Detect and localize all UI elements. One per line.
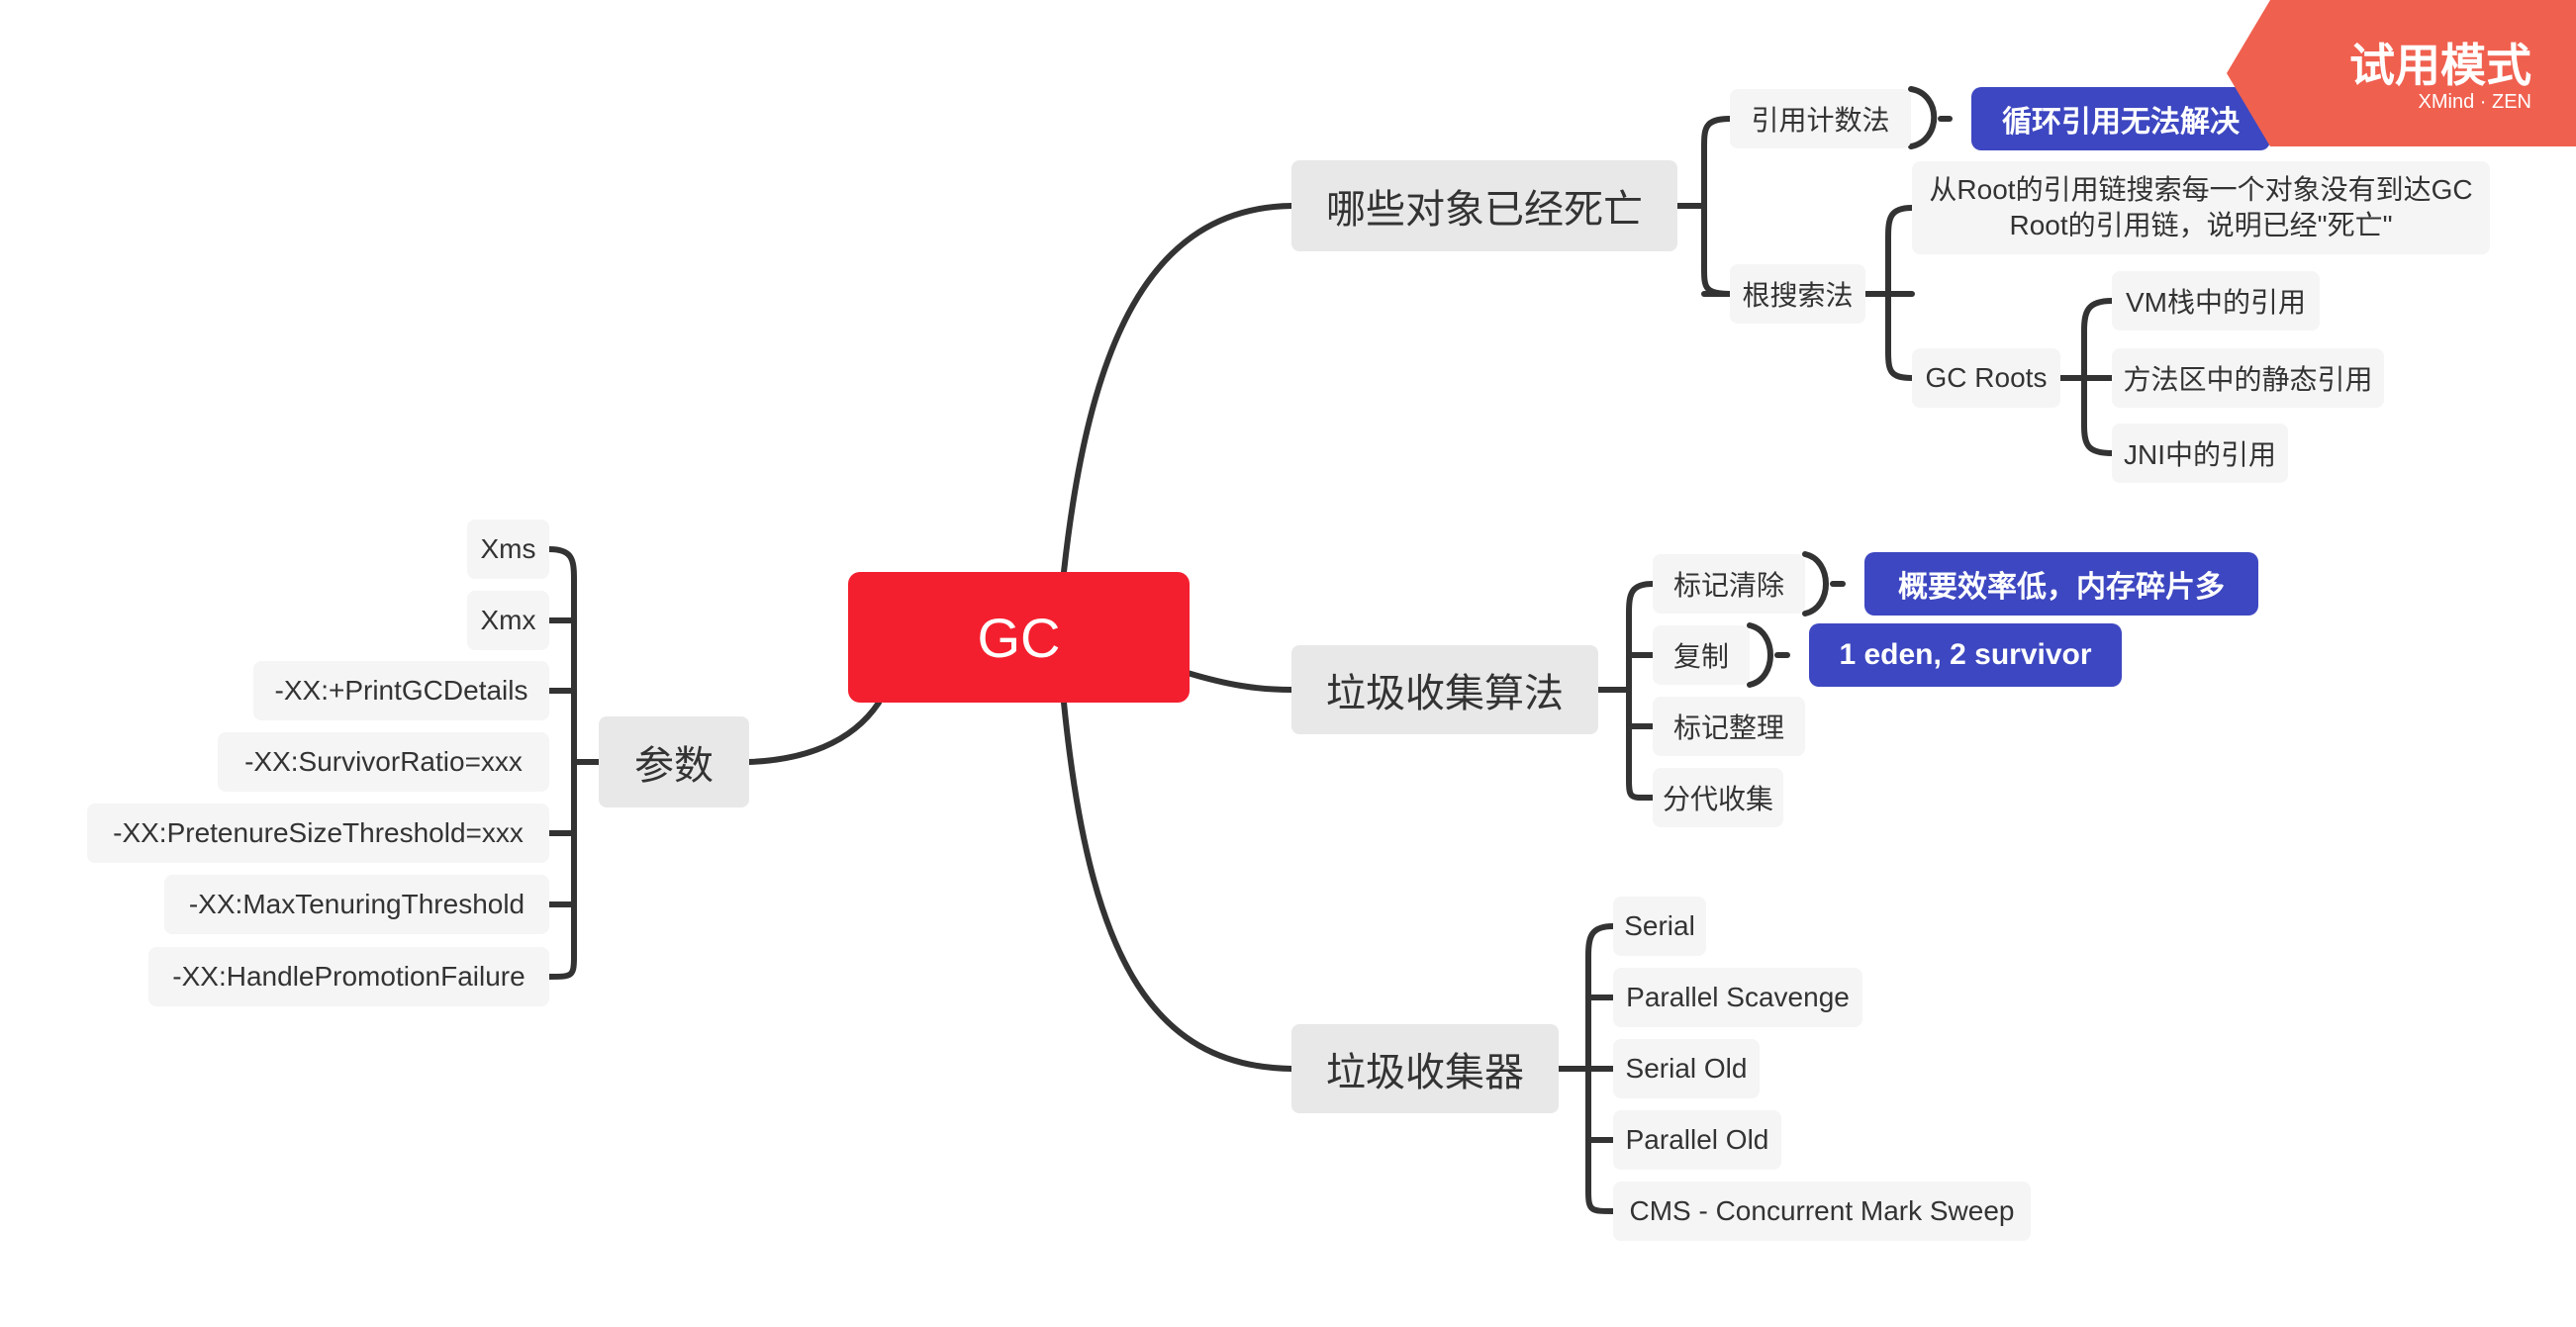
- note-circular-reference[interactable]: 循环引用无法解决: [1971, 87, 2270, 150]
- collector-parallel-old[interactable]: Parallel Old: [1613, 1110, 1781, 1170]
- param-xmx[interactable]: Xmx: [467, 591, 549, 650]
- param-survivor-ratio[interactable]: -XX:SurvivorRatio=xxx: [218, 732, 549, 792]
- param-print-gc-details[interactable]: -XX:+PrintGCDetails: [253, 661, 549, 720]
- gc-root-jni[interactable]: JNI中的引用: [2112, 424, 2288, 483]
- collector-cms[interactable]: CMS - Concurrent Mark Sweep: [1613, 1182, 2031, 1241]
- topic-params[interactable]: 参数: [599, 716, 749, 807]
- param-max-tenuring-threshold[interactable]: -XX:MaxTenuringThreshold: [164, 875, 549, 934]
- central-topic-gc[interactable]: GC: [848, 572, 1190, 703]
- algorithm-generational[interactable]: 分代收集: [1653, 768, 1783, 827]
- algorithm-mark-compact[interactable]: 标记整理: [1653, 697, 1805, 756]
- note-copy[interactable]: 1 eden, 2 survivor: [1809, 623, 2122, 687]
- root-search-description[interactable]: 从Root的引用链搜索每一个对象没有到达GC Root的引用链，说明已经"死亡": [1912, 161, 2490, 254]
- topic-gc-algorithms[interactable]: 垃圾收集算法: [1291, 645, 1598, 734]
- topic-gc-collectors[interactable]: 垃圾收集器: [1291, 1024, 1559, 1113]
- gc-root-method-area-static[interactable]: 方法区中的静态引用: [2112, 348, 2384, 408]
- collector-serial[interactable]: Serial: [1613, 897, 1706, 956]
- param-xms[interactable]: Xms: [467, 520, 549, 579]
- subtopic-root-search[interactable]: 根搜索法: [1730, 264, 1865, 324]
- badge-title: 试用模式: [2349, 40, 2531, 91]
- algorithm-mark-sweep[interactable]: 标记清除: [1653, 554, 1805, 614]
- collector-serial-old[interactable]: Serial Old: [1613, 1039, 1760, 1098]
- algorithm-copy[interactable]: 复制: [1653, 625, 1750, 685]
- subtopic-gc-roots[interactable]: GC Roots: [1912, 348, 2060, 408]
- topic-dead-objects[interactable]: 哪些对象已经死亡: [1291, 160, 1677, 251]
- badge-subtitle: XMind · ZEN: [2418, 91, 2531, 113]
- param-pretenure-size-threshold[interactable]: -XX:PretenureSizeThreshold=xxx: [87, 804, 549, 863]
- gc-root-vm-stack[interactable]: VM栈中的引用: [2112, 271, 2320, 331]
- trial-mode-badge: 试用模式 XMind · ZEN: [2227, 0, 2576, 146]
- collector-parallel-scavenge[interactable]: Parallel Scavenge: [1613, 968, 1862, 1027]
- note-mark-sweep[interactable]: 概要效率低，内存碎片多: [1864, 552, 2258, 616]
- subtopic-reference-counting[interactable]: 引用计数法: [1730, 89, 1911, 148]
- param-handle-promotion-failure[interactable]: -XX:HandlePromotionFailure: [148, 947, 549, 1006]
- badge-shape: [2227, 0, 2576, 146]
